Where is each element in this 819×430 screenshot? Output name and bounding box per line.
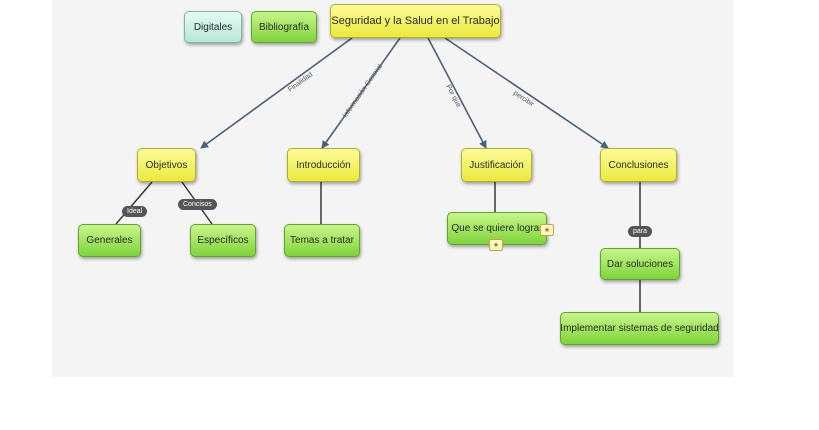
link-informacion-general — [321, 37, 401, 149]
resource-icon[interactable]: ★ — [540, 224, 554, 236]
link-percibir — [444, 37, 609, 149]
label-concisos: Concisos — [178, 199, 217, 210]
node-objetivos[interactable]: Objetivos — [137, 148, 196, 182]
node-digitales[interactable]: Digitales — [184, 11, 242, 43]
node-generales[interactable]: Generales — [78, 224, 141, 257]
node-bibliografia[interactable]: Bibliografía — [251, 11, 317, 43]
link-finalidad — [200, 37, 353, 149]
label-informacion-general: Información General — [342, 63, 384, 119]
link-por-que — [427, 37, 487, 149]
label-ideal: Ideal — [122, 206, 148, 217]
node-introduccion[interactable]: Introducción — [287, 148, 360, 182]
node-conclusiones[interactable]: Conclusiones — [600, 148, 677, 182]
node-implementar[interactable]: Implementar sistemas de seguridad — [560, 312, 719, 345]
node-justificacion[interactable]: Justificación — [461, 148, 532, 182]
link-objetivos-generales — [115, 181, 153, 225]
resource-icon[interactable]: ★ — [489, 239, 503, 251]
node-root[interactable]: Seguridad y la Salud en el Trabajo — [330, 4, 501, 38]
label-para: para — [628, 226, 653, 237]
node-dar-soluciones[interactable]: Dar soluciones — [600, 248, 680, 280]
label-percibir: percibir — [512, 90, 536, 109]
node-temas[interactable]: Temas a tratar — [284, 224, 360, 257]
node-especificos[interactable]: Específicos — [190, 224, 256, 257]
